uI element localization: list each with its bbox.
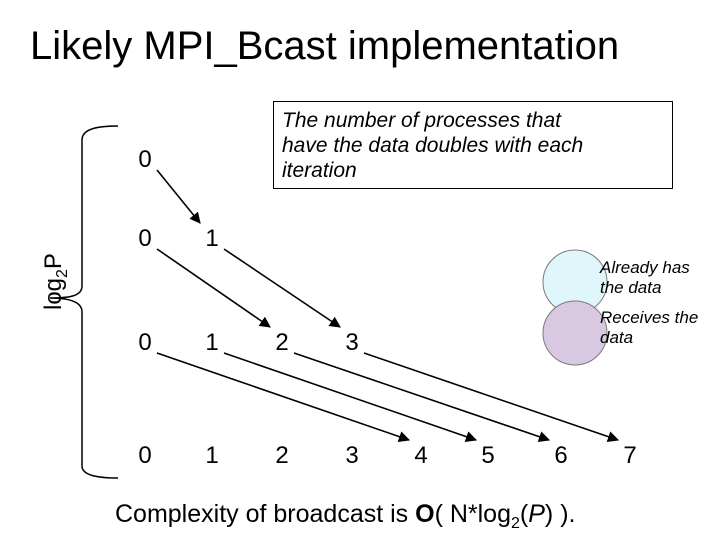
process-node-row-1-0: 0 [138,225,151,252]
send-arrow-1 [156,169,201,224]
legend-already-line-2: the data [600,278,662,297]
log-base: 2 [53,269,71,278]
process-node-row-3-6: 6 [554,442,567,469]
process-node-row-3-4: 4 [414,442,427,469]
send-arrow-5 [223,352,478,443]
process-node-row-3-5: 5 [481,442,494,469]
footer-arg-open: ( [519,500,529,528]
footer-prefix: Complexity of broadcast is [115,500,416,528]
slide-title: Likely MPI_Bcast implementation [30,24,620,68]
legend-receives-line-1: Receives the [600,308,699,327]
log-text: log [40,277,67,310]
note-line-3: iteration [282,159,357,182]
process-node-row-2-0: 0 [138,329,151,356]
footer-log-base: 2 [511,515,520,532]
legend-already-has-label: Already has the data [600,258,690,298]
complexity-footer: Complexity of broadcast is O( N*log2(P) … [115,500,575,533]
process-node-row-3-7: 7 [623,442,636,469]
footer-open: ( N*log [434,500,511,528]
process-node-row-3-0: 0 [138,442,151,469]
legend-receives-circle [542,300,608,366]
doubling-note: The number of processes that have the da… [273,101,673,189]
legend-receives-label: Receives the data [600,308,698,348]
footer-arg: P [528,500,545,528]
send-arrow-7 [363,352,620,443]
legend-receives-line-2: data [600,328,634,347]
process-node-row-3-1: 1 [205,442,218,469]
process-node-row-2-3: 3 [345,329,358,356]
process-node-row-0-0: 0 [138,146,151,173]
legend-already-line-1: Already has [600,258,690,277]
send-arrow-3 [223,248,341,328]
note-line-2: have the data doubles with each [282,134,584,157]
p-text: P [40,253,67,270]
footer-arg-close: ) ). [544,500,576,528]
log2p-axis-label: log2P [40,253,72,310]
send-arrow-2 [156,248,271,328]
process-node-row-2-1: 1 [205,329,218,356]
note-line-1: The number of processes that [282,109,561,132]
process-nodes: 0 0 1 0 1 2 3 0 1 2 3 4 5 6 7 [138,146,636,469]
send-arrow-6 [293,352,551,443]
process-node-row-3-2: 2 [275,442,288,469]
send-arrow-4 [156,352,411,443]
footer-big-o: O [415,500,435,528]
process-node-row-3-3: 3 [345,442,358,469]
log-p-brace [49,125,119,479]
arrows [156,169,620,443]
process-node-row-2-2: 2 [275,329,288,356]
process-node-row-1-1: 1 [205,225,218,252]
